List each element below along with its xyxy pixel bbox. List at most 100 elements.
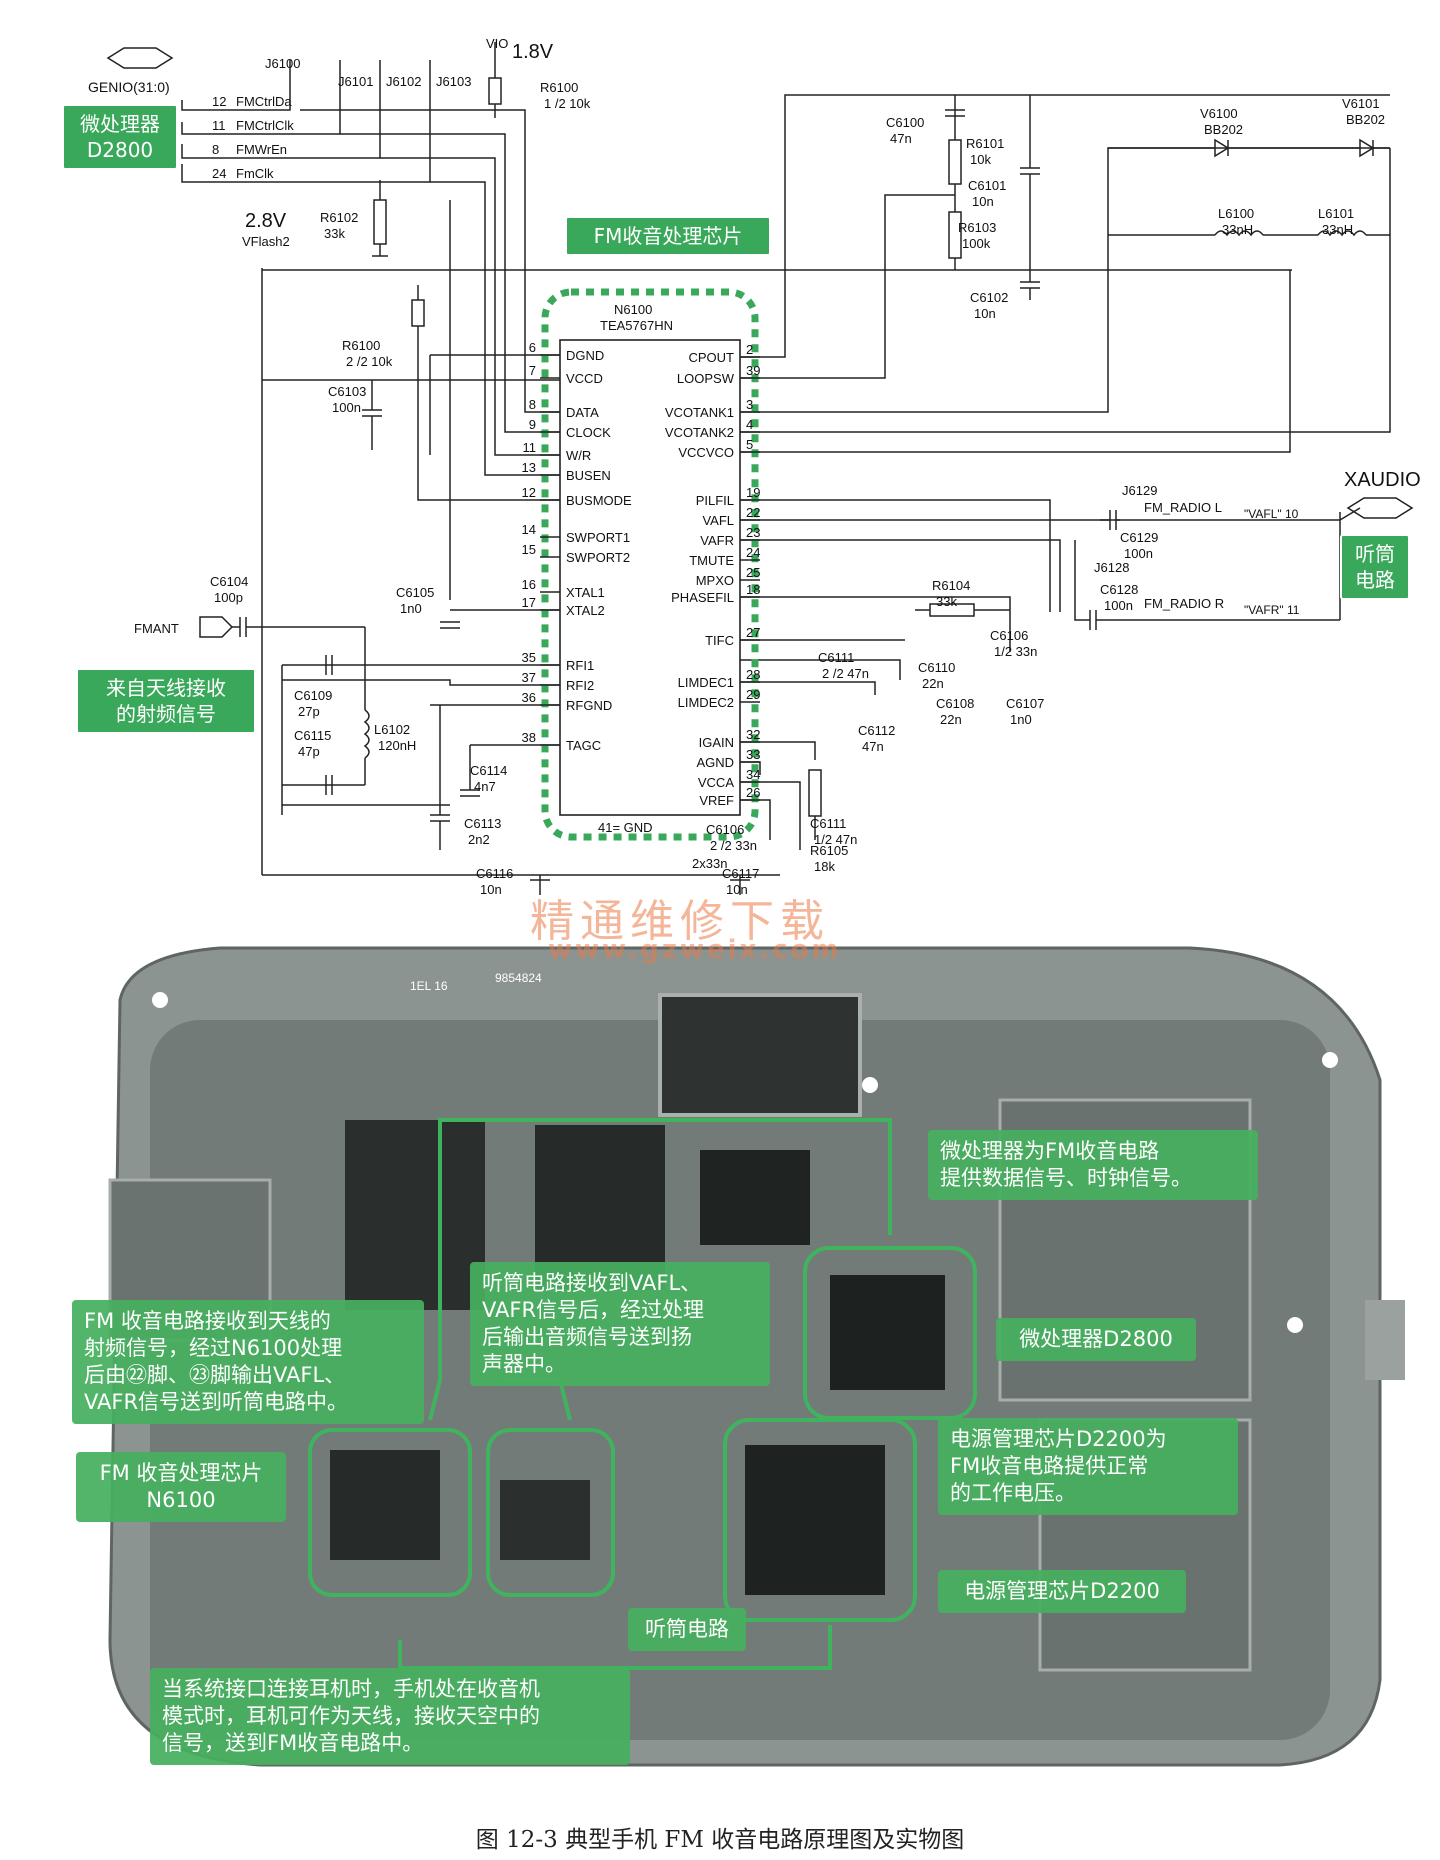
bus-signal-name: FmClk: [236, 166, 274, 181]
chip-pin-number: 5: [746, 437, 753, 452]
component-value: 10n: [726, 882, 748, 897]
component-ref: C6101: [968, 178, 1006, 193]
component-ref: L6102: [374, 722, 410, 737]
component-value: 1/2 47n: [814, 832, 857, 847]
chip-pin-number: 9: [529, 417, 536, 432]
chip-pin-number: 2: [746, 342, 753, 357]
chip-pin-number: 18: [746, 582, 760, 597]
component-ref: C6115: [294, 728, 331, 743]
callout-cpu-name: 微处理器D2800: [996, 1318, 1196, 1361]
chip-pin-name: CLOCK: [566, 425, 611, 440]
chip-pin-name: LOOPSW: [677, 371, 735, 386]
chip-pin-name: VCOTANK1: [665, 405, 734, 420]
chip-pin-name: VCOTANK2: [665, 425, 734, 440]
callout-fm-desc: FM 收音电路接收到天线的 射频信号，经过N6100处理 后由㉒脚、㉓脚输出VA…: [72, 1300, 424, 1424]
component-ref: C6103: [328, 384, 366, 399]
chip-pin-number: 14: [522, 522, 536, 537]
chip-pin-name: VCCVCO: [678, 445, 734, 460]
j6128-label: J6128: [1094, 560, 1129, 575]
callout-port-desc: 当系统接口连接耳机时，手机处在收音机 模式时，耳机可作为天线，接收天空中的 信号…: [150, 1668, 630, 1765]
component-value: 33k: [936, 594, 957, 609]
component-value: 100p: [214, 590, 243, 605]
chip-pin-name: CPOUT: [689, 350, 735, 365]
chip-pin-number: 39: [746, 363, 760, 378]
component-value: 10n: [972, 194, 994, 209]
chip-pin-number: 11: [523, 440, 537, 455]
chip-pin-number: 8: [529, 397, 536, 412]
component-ref: C6128: [1100, 582, 1138, 597]
chip-pin-number: 38: [522, 730, 536, 745]
component-ref: L6100: [1218, 206, 1254, 221]
test-point-label: J6101: [338, 74, 373, 89]
chip-ref: N6100: [614, 302, 652, 317]
chip-pin-name: RFI2: [566, 678, 594, 693]
tag-antenna-signal: 来自天线接收 的射频信号: [76, 668, 256, 734]
chip-pin-number: 29: [746, 687, 760, 702]
silk-code-1: 1EL 16: [410, 979, 448, 993]
component-value: 10n: [480, 882, 502, 897]
callout-earpiece-desc: 听筒电路接收到VAFL、 VAFR信号后，经过处理 后输出音频信号送到扬 声器中…: [470, 1262, 770, 1386]
component-ref: R6105: [810, 843, 848, 858]
chip-pin-name: PHASEFIL: [671, 590, 734, 605]
chip-pin-number: 17: [522, 595, 536, 610]
bus-pin-number: 12: [212, 94, 226, 109]
chip-pin-number: 13: [522, 460, 536, 475]
component-value: 120nH: [378, 738, 416, 753]
component-value: 4n7: [474, 779, 496, 794]
chip-pin-name: VCCD: [566, 371, 603, 386]
tag-cpu-d2800: 微处理器 D2800: [62, 104, 178, 170]
chip-pin-name: VAFL: [702, 513, 734, 528]
chip-pin-name: RFI1: [566, 658, 594, 673]
component-ref: C6129: [1120, 530, 1158, 545]
component-ref: C6116: [476, 866, 513, 881]
chip-pin-number: 12: [522, 485, 536, 500]
component-ref: V6101: [1342, 96, 1380, 111]
component-value: 33nH: [1322, 222, 1353, 237]
chip-pin-name: VCCA: [698, 775, 734, 790]
component-value: 22n: [940, 712, 962, 727]
component-value: 22n: [922, 676, 944, 691]
component-value: 47n: [890, 131, 912, 146]
chip-pin-name: LIMDEC1: [678, 675, 734, 690]
c6106-total: 2x33n: [692, 856, 727, 871]
chip-pin-number: 37: [522, 670, 536, 685]
vflash-value: 2.8V: [245, 210, 287, 232]
component-ref: C6102: [970, 290, 1008, 305]
chip-pin-name: BUSMODE: [566, 493, 632, 508]
watermark-cn: 精通维修下载: [530, 896, 830, 947]
component-ref: C6112: [858, 723, 895, 738]
component-value: 100k: [962, 236, 991, 251]
chip-pin-name: RFGND: [566, 698, 612, 713]
component-ref: C6105: [396, 585, 434, 600]
chip-pin-number: 34: [746, 767, 760, 782]
component-ref: C6109: [294, 688, 332, 703]
chip-pin-number: 27: [746, 625, 760, 640]
chip-pin-number: 16: [522, 577, 536, 592]
component-value: 1/2 33n: [994, 644, 1037, 659]
chip-pin-number: 22: [746, 505, 760, 520]
component-ref: R6100: [342, 338, 380, 353]
component-ref: C6106: [990, 628, 1028, 643]
figure-caption: 图 12-3 典型手机 FM 收音电路原理图及实物图: [475, 1827, 965, 1853]
callout-pmu-name: 电源管理芯片D2200: [938, 1570, 1186, 1613]
fmant-label: FMANT: [134, 621, 179, 636]
chip-pin-name: IGAIN: [699, 735, 734, 750]
component-value: 33k: [324, 226, 345, 241]
component-ref: C6113: [464, 816, 501, 831]
chip-pin-name: DATA: [566, 405, 599, 420]
chip-pin-number: 33: [746, 747, 760, 762]
bus-signal-name: FMWrEn: [236, 142, 287, 157]
chip-pin-name: W/R: [566, 448, 591, 463]
component-ref: C6104: [210, 574, 248, 589]
xaudio-label: XAUDIO: [1344, 469, 1421, 491]
component-value: BB202: [1204, 122, 1243, 137]
chip-pin-name: AGND: [696, 755, 734, 770]
component-ref: C6107: [1006, 696, 1044, 711]
component-ref: C6111: [810, 816, 846, 831]
component-ref: R6103: [958, 220, 996, 235]
callout-pmu-desc: 电源管理芯片D2200为 FM收音电路提供正常 的工作电压。: [938, 1418, 1238, 1515]
component-ref: C6100: [886, 115, 924, 130]
chip-pin-name: DGND: [566, 348, 604, 363]
component-value: 18k: [814, 859, 835, 874]
j6129-label: J6129: [1122, 483, 1157, 498]
